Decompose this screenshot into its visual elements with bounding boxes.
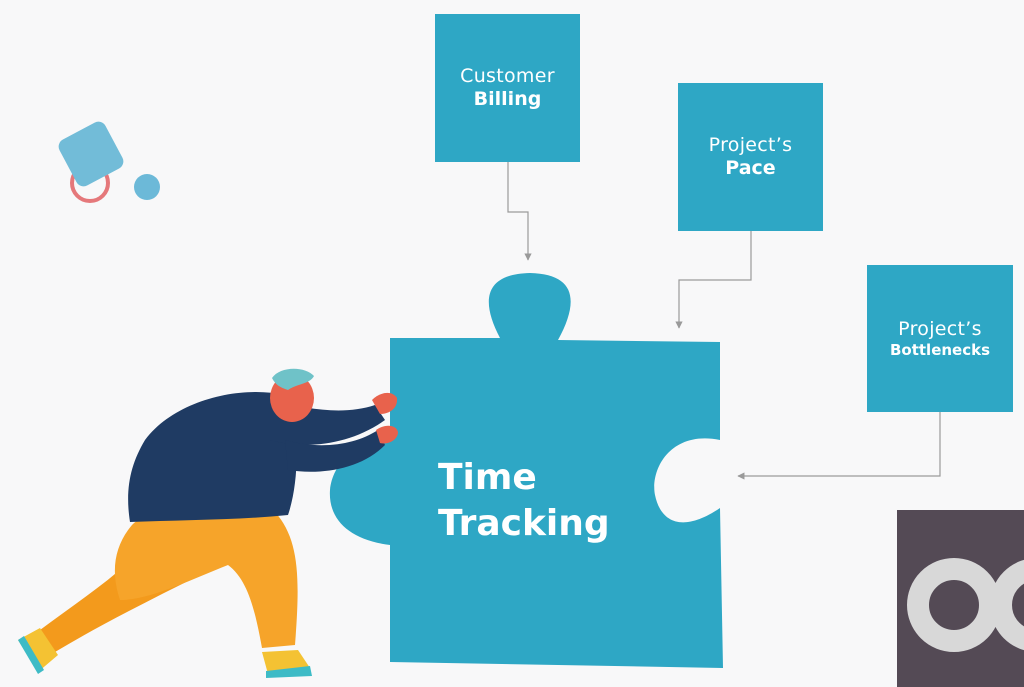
dot-shape	[134, 174, 160, 200]
billing-line2: Billing	[473, 88, 542, 110]
pace-line1: Project’s	[708, 134, 793, 157]
project-pace-box: Project’s Pace	[678, 83, 823, 231]
person-illustration	[18, 368, 398, 678]
billing-line1: Customer	[460, 65, 555, 88]
rounded-square-shape	[58, 121, 124, 187]
connector-pace	[675, 231, 752, 329]
time-tracking-label: Time Tracking	[438, 455, 610, 547]
connector-bottlenecks	[737, 412, 941, 480]
puzzle-piece	[329, 273, 723, 668]
pace-line2: Pace	[725, 157, 776, 179]
thumbnail-image	[897, 510, 1024, 687]
connector-billing	[507, 162, 532, 261]
puzzle-line2: Tracking	[438, 503, 610, 544]
decorative-shapes	[58, 121, 160, 203]
project-bottlenecks-box: Project’s Bottlenecks	[867, 265, 1013, 412]
puzzle-line1: Time	[438, 457, 537, 498]
circles-graphic	[907, 558, 1024, 652]
customer-billing-box: Customer Billing	[435, 14, 580, 162]
bottlenecks-line1: Project’s	[898, 318, 982, 341]
bottlenecks-line2: Bottlenecks	[889, 340, 991, 359]
